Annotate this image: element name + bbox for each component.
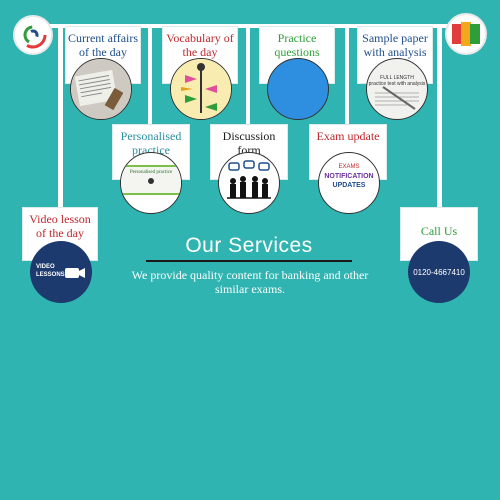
brand-logo-left[interactable] (13, 15, 53, 55)
personalised-practice-thumb-text: Personalised practice (129, 170, 173, 175)
brand-swirl-icon (19, 21, 47, 49)
pencil-paper-icon (375, 86, 419, 110)
play-icon (148, 178, 154, 184)
right-vertical-rail (437, 24, 442, 210)
connector-exam-update (345, 24, 349, 124)
card-video-lesson-label: Video lesson of the day (29, 212, 91, 240)
discussion-form-image[interactable] (218, 152, 280, 214)
left-vertical-rail (58, 24, 63, 210)
discussion-people-icon (227, 160, 271, 199)
call-us-circle[interactable]: 0120-4667410 (408, 241, 470, 303)
card-vocabulary-label: Vocabulary of the day (166, 31, 234, 59)
card-call-us-label: Call Us (420, 224, 458, 238)
services-title-underline (146, 260, 352, 262)
connector-discussion (246, 24, 250, 124)
card-sample-paper-label: Sample paper with analysis (362, 31, 428, 59)
video-camera-icon (65, 268, 85, 278)
card-exam-update-label: Exam update (316, 129, 380, 143)
exam-update-image[interactable]: EXAMS NOTIFICATION UPDATES (318, 152, 380, 214)
brand-logo-right[interactable] (445, 13, 487, 55)
video-lesson-image[interactable]: VIDEO LESSONS (30, 241, 92, 303)
phone-number[interactable]: 0120-4667410 (413, 267, 465, 277)
full-length-text: FULL LENGTH (380, 75, 414, 81)
card-current-affairs-label: Current affairs of the day (67, 31, 139, 59)
notification-word: NOTIFICATION (324, 173, 374, 180)
services-tagline: We provide quality content for banking a… (131, 268, 369, 296)
services-title: Our Services (185, 234, 313, 257)
practice-questions-image[interactable] (267, 58, 329, 120)
video-lessons-text: VIDEO LESSONS (36, 264, 65, 278)
exams-word: EXAMS (338, 164, 360, 170)
current-affairs-image[interactable] (70, 58, 132, 120)
personalised-practice-image[interactable]: Personalised practice (120, 152, 182, 214)
practice-test-text: practice test with analysis (368, 81, 426, 87)
card-practice-questions-label: Practice questions (274, 31, 320, 59)
updates-word: UPDATES (332, 182, 366, 189)
vocabulary-image[interactable] (170, 58, 232, 120)
newspaper-icon (71, 59, 131, 119)
sample-paper-image[interactable]: FULL LENGTH practice test with analysis (366, 58, 428, 120)
connector-personalised (148, 24, 152, 124)
microphone-icon (171, 59, 231, 119)
top-rail (34, 24, 466, 28)
brand-letters-icon (452, 22, 480, 46)
